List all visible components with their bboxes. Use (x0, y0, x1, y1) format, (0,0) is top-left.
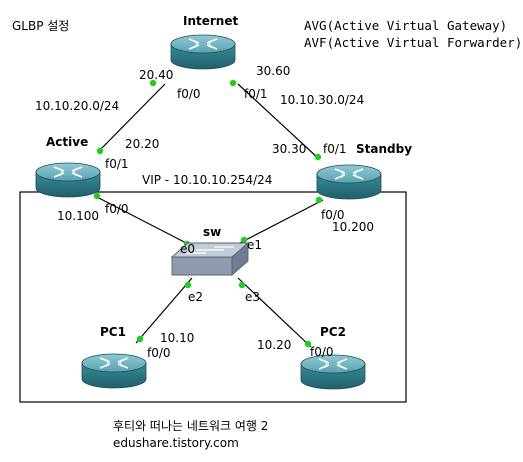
standby-f00-label: f0/0 (321, 208, 345, 222)
internet-f00-label: f0/0 (177, 87, 201, 101)
links (94, 83, 324, 348)
active-up-ip: 20.20 (125, 137, 159, 151)
pc2-f00-label: f0/0 (310, 345, 334, 359)
port-dot (149, 79, 157, 87)
port-dot (96, 147, 104, 155)
standby-label: Standby (356, 142, 412, 156)
port-dot (93, 192, 101, 200)
pc2-label: PC2 (320, 325, 346, 339)
active-f01-label: f0/1 (105, 157, 129, 171)
footer-url: edushare.tistory.com (113, 436, 239, 450)
switch-icon (170, 242, 250, 276)
active-router-icon (35, 162, 101, 198)
pc2-ip: 10.20 (257, 338, 291, 352)
pc1-f00-label: f0/0 (147, 346, 171, 360)
diagram-title: GLBP 설정 (12, 19, 69, 33)
internet-router-icon (170, 34, 236, 70)
port-dot (314, 153, 322, 161)
right-wan-network: 10.10.30.0/24 (280, 93, 364, 107)
internet-label: Internet (183, 14, 238, 28)
port-dot (315, 196, 323, 204)
sw-e2-label: e2 (188, 290, 203, 304)
sw-e0-label: e0 (180, 242, 195, 256)
standby-router-icon (316, 164, 382, 200)
link-internet-active (97, 83, 166, 153)
avg-legend: AVG(Active Virtual Gateway) (304, 18, 507, 33)
standby-up-ip: 30.30 (272, 142, 306, 156)
avf-legend: AVF(Active Virtual Forwarder) (304, 35, 522, 50)
pc1-router-icon (81, 353, 147, 389)
internet-right-ip: 30.60 (256, 64, 290, 78)
link-active-switch (94, 195, 193, 247)
pc1-ip: 10.10 (160, 331, 194, 345)
lan-boundary (19, 191, 407, 403)
link-switch-pc2 (237, 277, 312, 348)
active-f00-label: f0/0 (105, 202, 129, 216)
active-lan-ip: 10.100 (57, 209, 99, 223)
port-dot (136, 335, 144, 343)
pc1-label: PC1 (100, 325, 126, 339)
pc2-router-icon (300, 354, 366, 390)
port-dot (304, 340, 312, 348)
port-dot (184, 281, 192, 289)
left-wan-network: 10.10.20.0/24 (35, 99, 119, 113)
port-dot (238, 281, 246, 289)
standby-f01-label: f0/1 (323, 142, 347, 156)
sw-e1-label: e1 (247, 238, 262, 252)
internet-f01-label: f0/1 (244, 87, 268, 101)
standby-lan-ip: 10.200 (332, 220, 374, 234)
internet-left-ip: 20.40 (139, 68, 173, 82)
vip-label: VIP - 10.10.10.254/24 (142, 173, 272, 187)
switch-label: sw (203, 225, 221, 239)
link-switch-pc1 (135, 277, 193, 344)
link-internet-standby (237, 83, 319, 159)
port-dot (240, 236, 248, 244)
footer-caption: 후티와 떠나는 네트워크 여행 2 (113, 418, 268, 433)
link-standby-switch (237, 199, 324, 245)
active-label: Active (46, 135, 88, 149)
sw-e3-label: e3 (245, 290, 260, 304)
port-dot (229, 79, 237, 87)
